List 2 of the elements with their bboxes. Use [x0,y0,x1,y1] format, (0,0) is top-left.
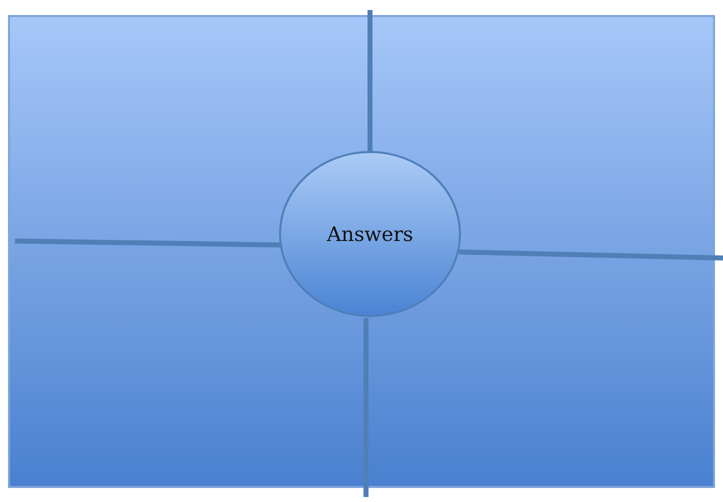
circle-label: Answers [326,222,414,246]
background-panel [8,15,715,488]
